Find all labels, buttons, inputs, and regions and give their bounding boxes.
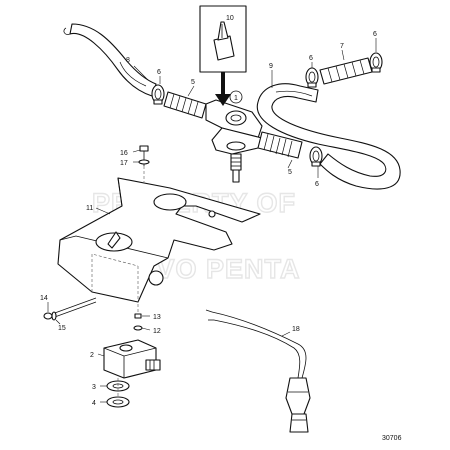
callouts: 8 6 5 10 1 9 6 7 6 5 6 16 17 11 14 15 13… xyxy=(40,15,377,407)
callout-10: 10 xyxy=(226,15,234,22)
arrow-to-fitting xyxy=(215,72,231,106)
sender-2 xyxy=(103,339,161,379)
washer-17 xyxy=(138,159,150,165)
callout-7: 7 xyxy=(340,43,344,50)
callout-4: 4 xyxy=(92,400,96,407)
ribbed-hose-5-right xyxy=(257,131,303,159)
ribbed-hose-7 xyxy=(319,57,373,85)
hose-9 xyxy=(256,83,401,190)
callout-6-left: 6 xyxy=(157,69,161,76)
callout-13: 13 xyxy=(153,314,161,321)
callout-17: 17 xyxy=(120,160,128,167)
callout-6-lower: 6 xyxy=(315,181,319,188)
callout-6-upper-right: 6 xyxy=(373,31,377,38)
callout-2: 2 xyxy=(90,352,94,359)
callout-5-right: 5 xyxy=(288,169,292,176)
hose-clamp-6-left xyxy=(151,84,165,105)
washer-15 xyxy=(51,311,57,321)
hose-8 xyxy=(63,23,157,97)
callout-1: 1 xyxy=(234,95,238,102)
washer-4 xyxy=(106,396,130,408)
callout-15: 15 xyxy=(58,325,66,332)
ribbed-hose-5-left xyxy=(163,91,207,119)
callout-12: 12 xyxy=(153,328,161,335)
sealant-inset-10 xyxy=(199,5,247,106)
callout-5-left: 5 xyxy=(191,79,195,86)
screw-14 xyxy=(43,297,97,320)
leader-lines xyxy=(47,38,377,403)
figure-number: 30706 xyxy=(382,435,402,442)
callout-6-upper-left: 6 xyxy=(309,55,313,62)
bracket-11 xyxy=(57,177,261,303)
washer-12 xyxy=(133,325,143,331)
hose-clamp-6-upper-right xyxy=(369,52,383,73)
callout-3: 3 xyxy=(92,384,96,391)
callout-8: 8 xyxy=(126,57,130,64)
callout-9: 9 xyxy=(269,63,273,70)
callout-14: 14 xyxy=(40,295,48,302)
hose-clamp-6-upper-left xyxy=(305,67,319,88)
callout-11: 11 xyxy=(86,205,93,212)
screw-13 xyxy=(134,313,142,319)
cable-harness-18 xyxy=(205,309,311,433)
callout-16: 16 xyxy=(120,150,128,157)
callout-18: 18 xyxy=(292,326,300,333)
tee-fitting-1 xyxy=(205,90,263,183)
